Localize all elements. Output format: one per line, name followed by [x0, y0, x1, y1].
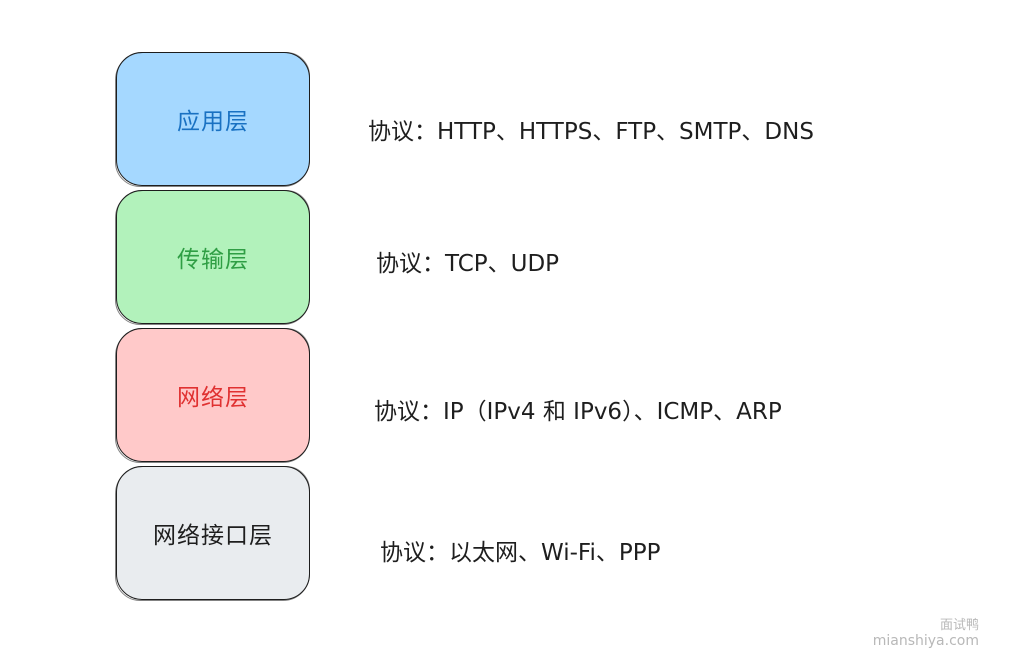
network-layer-label: 网络层 — [177, 385, 249, 411]
watermark: 面试鸭 mianshiya.com — [873, 614, 979, 649]
network-layer-protocols: 协议：IP（IPv4 和 IPv6）、ICMP、ARP — [374, 399, 782, 425]
network-layer-box: 网络层 — [115, 328, 310, 463]
transport-layer-box: 传输层 — [115, 190, 310, 325]
transport-layer-protocols: 协议：TCP、UDP — [376, 251, 560, 277]
transport-layer-label: 传输层 — [177, 247, 249, 273]
network-interface-layer-label: 网络接口层 — [153, 523, 273, 549]
watermark-line1: 面试鸭 — [939, 618, 979, 633]
application-layer-protocols: 协议：HTTP、HTTPS、FTP、SMTP、DNS — [368, 119, 814, 145]
network-interface-layer-box: 网络接口层 — [115, 466, 310, 601]
application-layer-label: 应用层 — [177, 109, 249, 135]
application-layer-box: 应用层 — [115, 52, 310, 187]
network-interface-layer-protocols: 协议：以太网、Wi-Fi、PPP — [380, 540, 661, 566]
watermark-line2: mianshiya.com — [872, 633, 979, 649]
